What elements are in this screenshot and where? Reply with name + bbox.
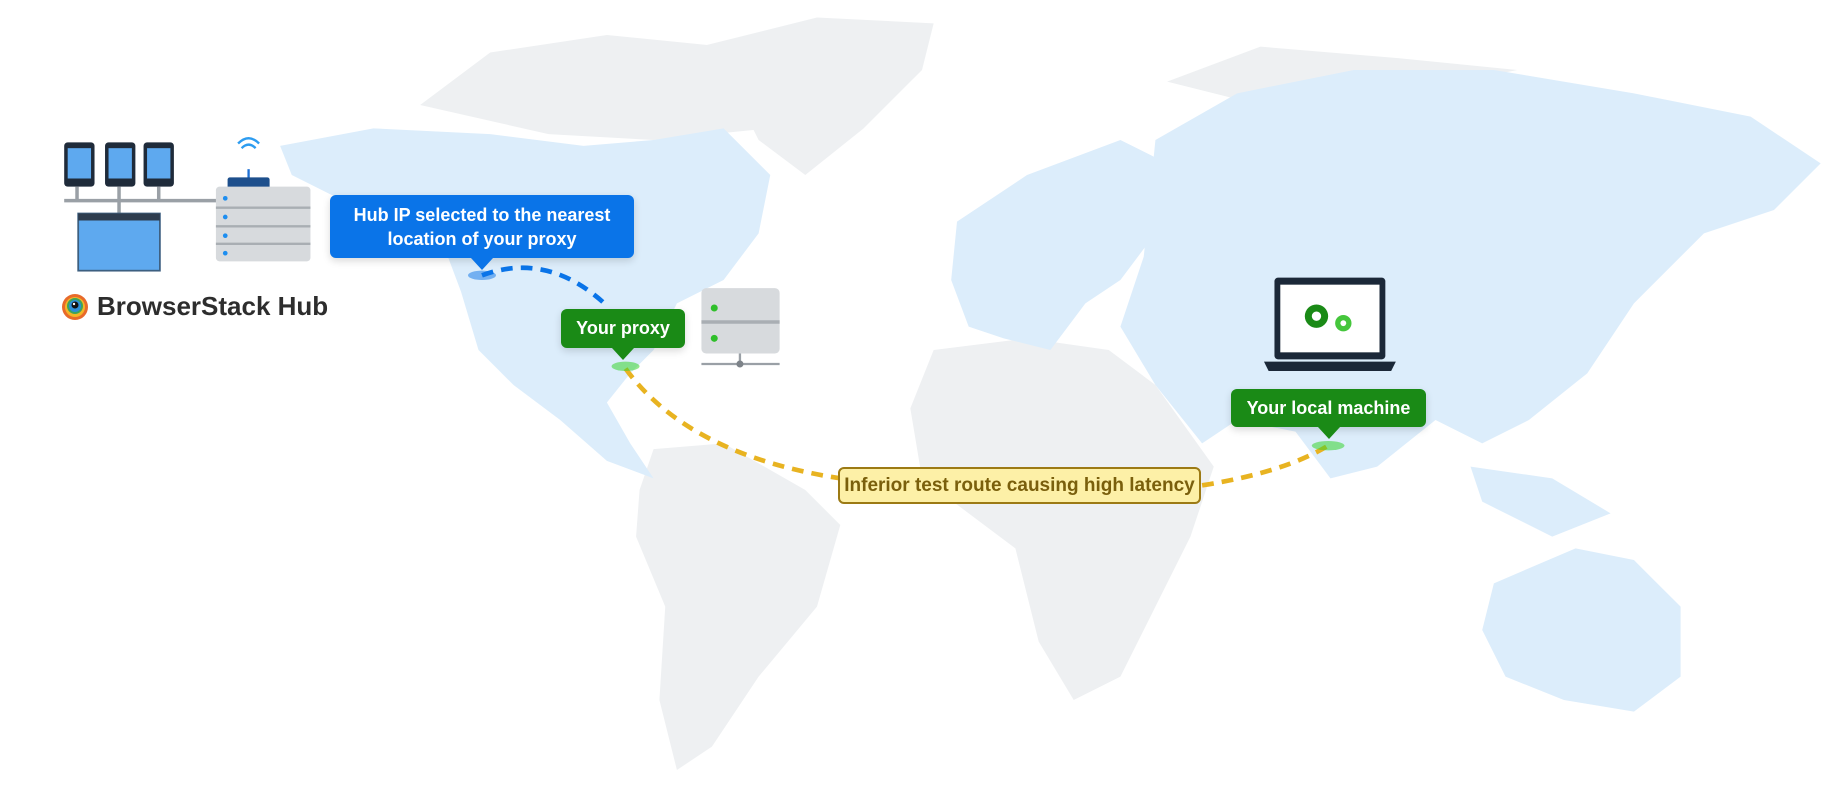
laptop-icon [1263, 277, 1396, 371]
inferior-route-text: Inferior test route causing high latency [844, 474, 1195, 496]
local-location-marker [1311, 441, 1345, 451]
gears-icon [1304, 304, 1352, 332]
proxy-server-icon [701, 288, 780, 368]
europe [951, 140, 1168, 350]
slow-route-line-west [623, 367, 841, 481]
hub-title-text: BrowserStack Hub [97, 291, 329, 321]
local-machine-callout: Your local machine [1231, 389, 1426, 439]
your-proxy-callout: Your proxy [561, 309, 685, 360]
phones-icon [64, 142, 174, 187]
hub-location-marker [468, 270, 497, 280]
australia [1482, 548, 1681, 712]
greenland [700, 17, 934, 175]
africa [910, 338, 1214, 700]
hub-ip-callout: Hub IP selected to the nearest location … [330, 195, 634, 270]
hub-server-icon [215, 137, 311, 262]
north-america [280, 128, 771, 479]
hub-route-line [481, 265, 609, 308]
local-machine-text: Your local machine [1246, 398, 1411, 418]
asia [1120, 70, 1821, 479]
southeast-asia-islands [1470, 466, 1611, 537]
browserstack-logo-icon [62, 293, 88, 320]
inferior-route-label: Inferior test route causing high latency [838, 467, 1201, 504]
slow-route-line-east [1201, 443, 1330, 488]
south-america [636, 443, 841, 770]
your-proxy-text: Your proxy [576, 318, 670, 338]
hub-ip-callout-text: Hub IP selected to the nearest location … [353, 204, 611, 249]
proxy-location-marker [611, 361, 640, 371]
network-lines [64, 186, 222, 215]
browser-window-icon [77, 212, 161, 272]
browserstack-hub-label: BrowserStack Hub [61, 291, 328, 322]
